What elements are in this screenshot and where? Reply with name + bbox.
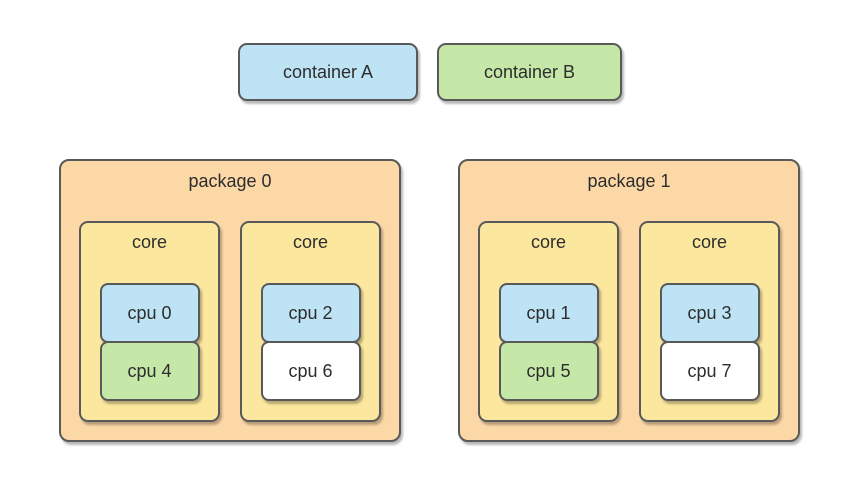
cpu-1-box: cpu 1: [498, 283, 599, 343]
package-0-label: package 0: [188, 171, 272, 191]
cpu-stack: cpu 3 cpu 7: [659, 283, 760, 401]
cpu-7-box: cpu 7: [659, 341, 760, 401]
cpu-6-label: cpu 6: [288, 360, 333, 381]
package-1-box: package 1 core cpu 1 cpu 5 core: [458, 159, 800, 442]
core-box: core cpu 1 cpu 5: [478, 221, 619, 422]
core-label: core: [530, 232, 566, 252]
cpu-5-box: cpu 5: [498, 341, 599, 401]
core-label: core: [131, 232, 167, 252]
cpu-2-label: cpu 2: [288, 302, 333, 323]
container-a-label: container A: [282, 61, 374, 82]
cpu-3-box: cpu 3: [659, 283, 760, 343]
packages-row: package 0 core cpu 0 cpu 4 core: [59, 159, 800, 442]
cpu-2-box: cpu 2: [260, 283, 361, 343]
core-box: core cpu 3 cpu 7: [639, 221, 780, 422]
package-0-cores-row: core cpu 0 cpu 4 core cpu 2: [79, 221, 381, 422]
package-1-cores-row: core cpu 1 cpu 5 core cpu 3: [478, 221, 780, 422]
cpu-0-box: cpu 0: [99, 283, 200, 343]
container-b-label: container B: [483, 61, 576, 82]
cpu-stack: cpu 1 cpu 5: [498, 283, 599, 401]
core-box: core cpu 2 cpu 6: [240, 221, 381, 422]
cpu-4-label: cpu 4: [127, 360, 172, 381]
cpu-6-box: cpu 6: [260, 341, 361, 401]
core-box: core cpu 0 cpu 4: [79, 221, 220, 422]
core-label: core: [691, 232, 727, 252]
package-0-box: package 0 core cpu 0 cpu 4 core: [59, 159, 401, 442]
core-label: core: [292, 232, 328, 252]
cpu-3-label: cpu 3: [687, 302, 732, 323]
cpu-7-label: cpu 7: [687, 360, 732, 381]
container-a-box: container A: [238, 43, 418, 101]
cpu-5-label: cpu 5: [526, 360, 571, 381]
container-b-box: container B: [437, 43, 622, 101]
package-1-label: package 1: [587, 171, 671, 191]
cpu-stack: cpu 0 cpu 4: [99, 283, 200, 401]
containers-row: container A container B: [238, 43, 622, 101]
cpu-0-label: cpu 0: [127, 302, 172, 323]
cpu-1-label: cpu 1: [526, 302, 571, 323]
cpu-4-box: cpu 4: [99, 341, 200, 401]
cpu-stack: cpu 2 cpu 6: [260, 283, 361, 401]
